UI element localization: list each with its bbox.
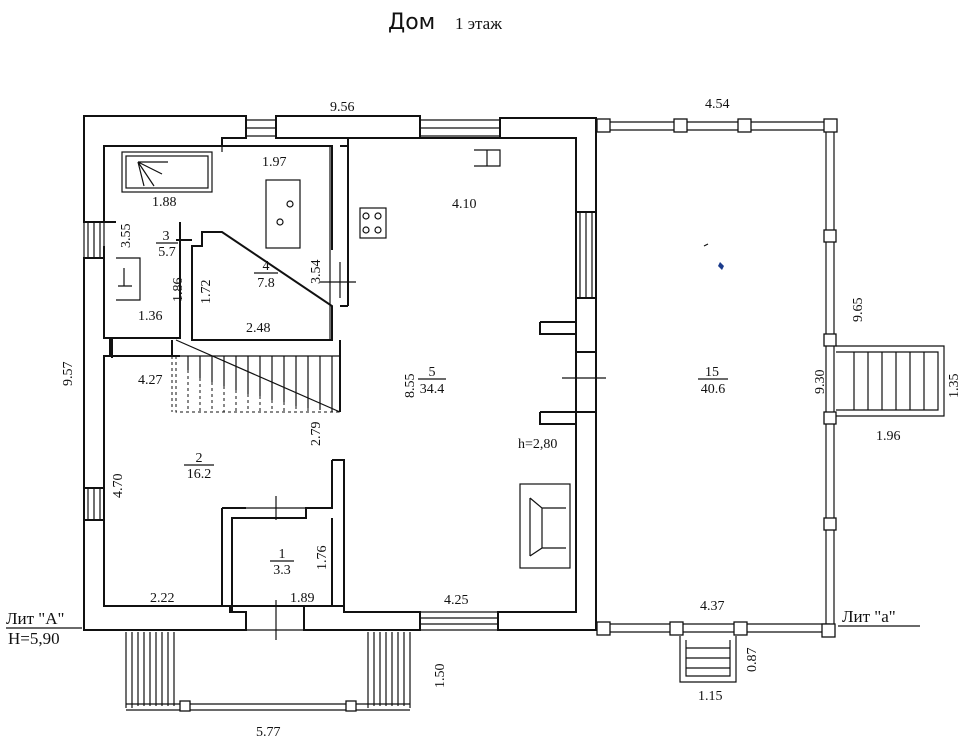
interior-walls xyxy=(103,137,576,612)
dim-bottom-step-h: 0.87 xyxy=(745,648,760,673)
dim-top-house: 9.56 xyxy=(330,100,355,115)
dim-room4-left: 1.72 xyxy=(199,280,214,305)
svg-text:3: 3 xyxy=(163,229,170,244)
dim-porch-h: 1.50 xyxy=(433,664,448,689)
dim-room2-bottom: 2.22 xyxy=(150,591,175,606)
dim-porch-w: 5.77 xyxy=(256,725,281,740)
lit-a-lower-label: Лит "а" xyxy=(842,607,896,626)
svg-text:4: 4 xyxy=(263,259,270,274)
dim-room5-top: 4.10 xyxy=(452,197,477,212)
stair-treads xyxy=(180,355,340,412)
dim-room4-top: 1.97 xyxy=(262,155,287,170)
room-1-label: 1 3.3 xyxy=(270,547,294,578)
svg-text:5: 5 xyxy=(429,365,436,380)
dim-bath-top: 1.88 xyxy=(152,195,177,210)
dim-room5-left: 8.55 xyxy=(403,374,418,399)
dim-top-veranda: 4.54 xyxy=(705,97,730,112)
room-15-label: 15 40.6 xyxy=(698,365,728,397)
lit-a-upper-label: Лит "А" xyxy=(6,609,64,628)
dim-room4-bottom: 2.48 xyxy=(246,321,271,336)
dim-room5-bottom: 4.25 xyxy=(444,593,469,608)
dim-room1-bottom: 1.89 xyxy=(290,591,315,606)
room-2-label: 2 16.2 xyxy=(184,451,214,482)
svg-text:1: 1 xyxy=(279,547,286,562)
dim-right-veranda-a: 9.65 xyxy=(851,298,866,323)
svg-text:15: 15 xyxy=(705,365,719,380)
front-porch xyxy=(125,632,411,712)
dim-room3-h2: 1.86 xyxy=(171,278,186,303)
dim-stair-right-w: 1.96 xyxy=(876,429,901,444)
dim-bottom-veranda: 4.37 xyxy=(700,599,725,614)
dim-room2-right: 2.79 xyxy=(309,422,324,447)
room-5-label: 5 34.4 xyxy=(418,365,446,397)
plan-floor-label: 1 этаж xyxy=(455,14,502,33)
dim-bottom-step-w: 1.15 xyxy=(698,689,723,704)
plan-title: Дом xyxy=(388,10,436,35)
room-3-label: 3 5.7 xyxy=(156,229,178,260)
dim-room3-w: 1.36 xyxy=(138,309,163,324)
dim-stair-right-h: 1.35 xyxy=(947,374,962,399)
dim-room2-top: 4.27 xyxy=(138,373,163,388)
room-labels: 3 5.7 4 7.8 2 16.2 1 3.3 5 34.4 15 40.6 xyxy=(156,229,728,578)
room-4-label: 4 7.8 xyxy=(254,259,278,291)
ceiling-height: h=2,80 xyxy=(518,437,557,452)
dim-right-veranda-b: 9.30 xyxy=(813,370,828,395)
veranda-structure xyxy=(596,118,945,683)
dim-room4-right: 3.54 xyxy=(309,260,324,285)
dim-room3-h: 3.55 xyxy=(119,224,134,249)
svg-text:40.6: 40.6 xyxy=(701,382,726,397)
svg-text:5.7: 5.7 xyxy=(158,245,176,260)
dim-room1-right: 1.76 xyxy=(315,546,330,571)
lit-labels: Лит "А" H=5,90 Лит "а" xyxy=(6,607,920,648)
svg-text:7.8: 7.8 xyxy=(257,276,275,291)
svg-text:34.4: 34.4 xyxy=(420,382,445,397)
svg-text:2: 2 xyxy=(196,451,203,466)
svg-text:16.2: 16.2 xyxy=(187,467,212,482)
dimension-labels: 9.56 4.54 9.57 9.65 9.30 1.96 1.35 4.37 … xyxy=(61,97,962,740)
house-height-label: H=5,90 xyxy=(8,629,60,648)
dim-room2-left: 4.70 xyxy=(111,474,126,499)
svg-text:3.3: 3.3 xyxy=(273,563,291,578)
dim-left-house: 9.57 xyxy=(61,362,76,387)
